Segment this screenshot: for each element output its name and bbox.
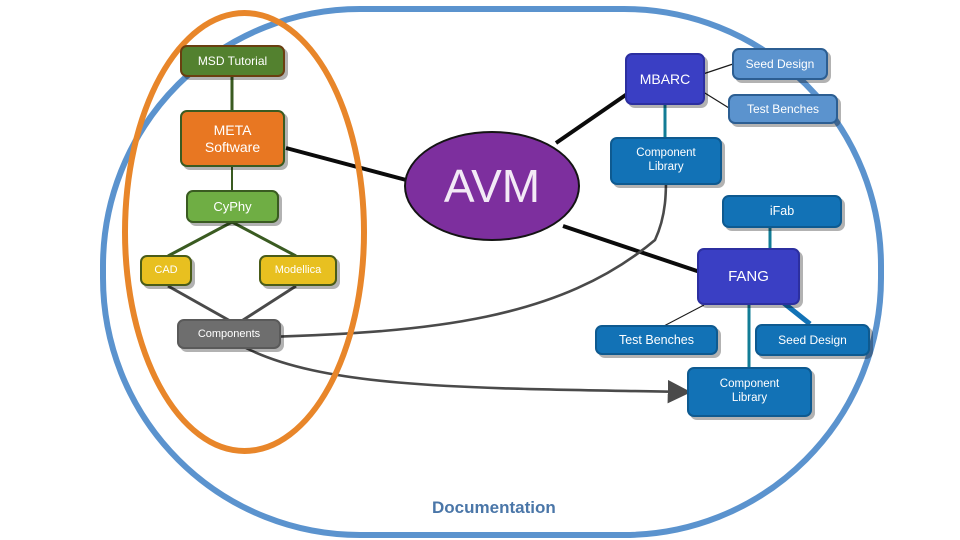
node-cyphy-label: CyPhy: [213, 198, 252, 214]
node-component-library-bottom-label-line2: Library: [731, 392, 768, 404]
node-msd-tutorial[interactable]: MSD Tutorial: [180, 45, 285, 77]
node-component-library-top[interactable]: Component Library: [610, 137, 722, 185]
node-test-benches-bottom[interactable]: Test Benches: [595, 325, 718, 355]
node-mbarc-label: MBARC: [639, 70, 691, 87]
node-seed-design-top-label: Seed Design: [745, 56, 815, 71]
node-meta-software-label-line2: Software: [204, 138, 261, 155]
node-avm-label: AVM: [443, 160, 541, 212]
node-component-library-bottom-label-line1: Component: [719, 378, 780, 391]
node-fang-label: FANG: [728, 267, 769, 285]
node-cyphy[interactable]: CyPhy: [186, 190, 279, 223]
node-seed-design-top[interactable]: Seed Design: [732, 48, 828, 80]
node-meta-software[interactable]: META Software: [180, 110, 285, 167]
node-component-library-top-label-line1: Component: [636, 147, 696, 160]
node-components-label: Components: [197, 327, 261, 340]
node-seed-design-bottom-label: Seed Design: [778, 332, 847, 347]
node-cad[interactable]: CAD: [140, 255, 192, 286]
node-meta-software-label-line1: META: [213, 121, 252, 138]
node-modellica-label: Modellica: [274, 264, 322, 277]
outer-container-frame: [100, 6, 884, 538]
node-test-benches-bottom-label: Test Benches: [618, 332, 695, 347]
node-cad-label: CAD: [154, 264, 178, 277]
node-seed-design-bottom[interactable]: Seed Design: [755, 324, 870, 356]
node-ifab[interactable]: iFab: [722, 195, 842, 228]
node-test-benches-top-label: Test Benches: [746, 101, 820, 116]
documentation-caption: Documentation: [432, 498, 556, 517]
node-mbarc[interactable]: MBARC: [625, 53, 705, 105]
node-msd-tutorial-label: MSD Tutorial: [197, 53, 268, 68]
node-avm[interactable]: AVM: [404, 131, 580, 241]
node-test-benches-top[interactable]: Test Benches: [728, 94, 838, 124]
node-modellica[interactable]: Modellica: [259, 255, 337, 286]
node-fang[interactable]: FANG: [697, 248, 800, 305]
node-ifab-label: iFab: [769, 204, 795, 219]
node-components[interactable]: Components: [177, 319, 281, 349]
node-component-library-bottom[interactable]: Component Library: [687, 367, 812, 417]
node-component-library-top-label-line2: Library: [648, 161, 684, 173]
